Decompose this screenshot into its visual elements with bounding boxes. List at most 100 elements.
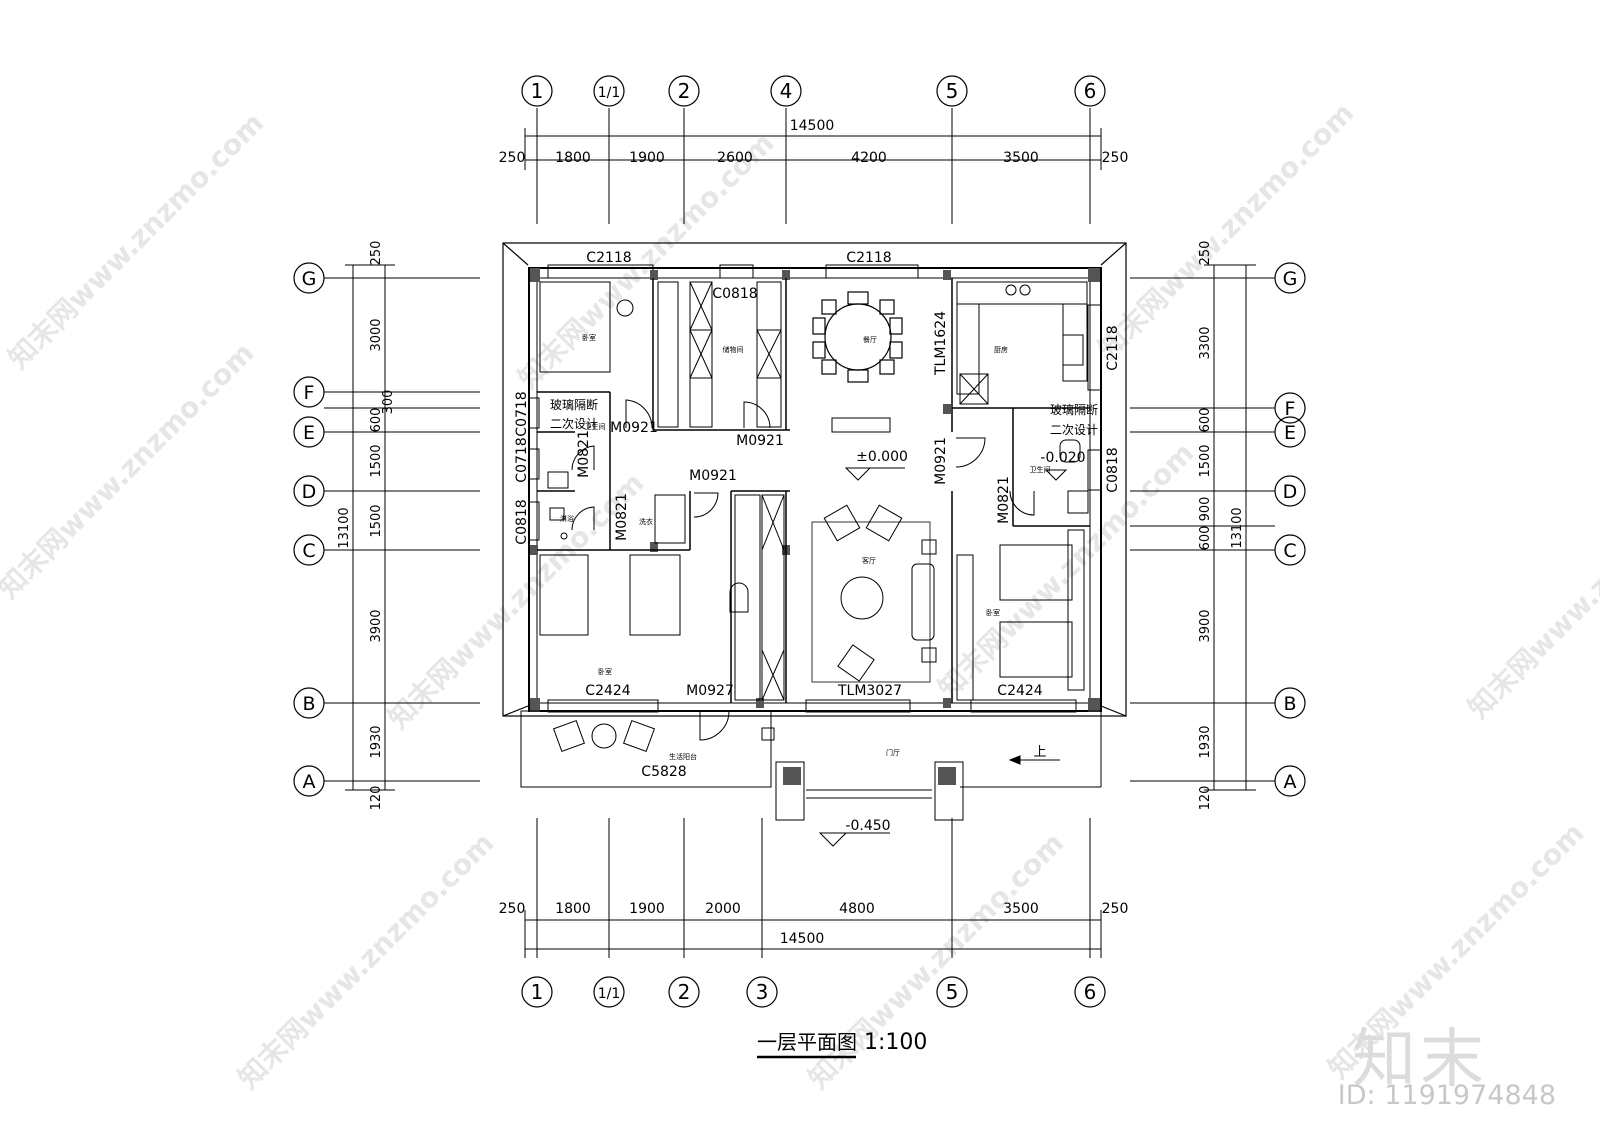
dimension-value: 250 [1102, 150, 1129, 166]
dimension-value: 600 [1198, 526, 1213, 551]
watermark-text: 知末网www.znzmo.com [512, 126, 781, 395]
annotation-labels: 玻璃隔断 二次设计 玻璃隔断 二次设计 ±0.000 -0.020 -0.450… [550, 397, 1098, 834]
dimension-value: 250 [369, 241, 384, 266]
watermark-text: 知末网www.znzmo.com [802, 826, 1071, 1095]
dimension-value: 600 [369, 408, 384, 433]
door-label: TLM3027 [837, 683, 902, 699]
dimension-value: 3500 [1003, 150, 1039, 166]
window-label: C0818 [514, 499, 530, 544]
watermark-text: 知末网www.znzmo.com [932, 436, 1201, 705]
axis-label: 5 [946, 79, 959, 103]
axis-label: 1 [531, 79, 544, 103]
interior-walls [537, 278, 1090, 703]
watermark-text: 知末网www.znzmo.com [232, 826, 501, 1095]
dimension-value: 120 [1198, 786, 1213, 811]
dimension-value: 250 [1102, 901, 1129, 917]
bottom-axis-bubbles [521, 976, 1106, 1008]
watermark-text: 知末网www.znzmo.com [1092, 96, 1361, 365]
window-label: C2118 [846, 250, 891, 266]
left-dimension-texts: 13100 250 3000 300 600 1500 1500 3900 19… [337, 241, 396, 811]
room-labels: 卧室 储物间 餐厅 厨房 卫生间 淋浴 洗衣 客厅 卧室 卧室 生活阳台 门厅 … [560, 333, 1051, 761]
dimension-value: 1500 [1198, 444, 1213, 477]
dimension-value: 1900 [629, 150, 665, 166]
room-label: 卧室 [598, 667, 612, 676]
axis-label: 4 [780, 79, 793, 103]
window-label: C0718 [514, 391, 530, 436]
room-label: 客厅 [862, 556, 876, 565]
axis-label: E [1284, 422, 1296, 444]
room-label: 卫生间 [1030, 465, 1051, 474]
right-dimension-lines [1130, 264, 1275, 791]
window-strips [528, 264, 1102, 713]
bottom-dimension-texts: 250 1800 1900 2000 4800 3500 250 14500 [499, 901, 1129, 947]
columns [530, 268, 1100, 785]
bottom-axis-labels: 1 1/1 2 3 5 6 [531, 980, 1097, 1004]
axis-label: F [304, 382, 315, 404]
window-label: C2424 [585, 683, 630, 699]
dimension-value: 1800 [555, 150, 591, 166]
dimension-value: 2000 [705, 901, 741, 917]
axis-label: 1/1 [598, 85, 621, 101]
room-label: 洗衣 [639, 517, 653, 526]
room-label: 卧室 [582, 333, 596, 342]
watermark-text: 知末网www.znzmo.com [0, 336, 260, 605]
window-label: C5828 [641, 764, 686, 780]
axis-label: A [303, 771, 316, 793]
window-label: C2424 [997, 683, 1042, 699]
axis-label: 6 [1084, 79, 1097, 103]
door-label: M0821 [996, 476, 1012, 524]
dimension-value: 250 [499, 901, 526, 917]
dimension-value: 250 [499, 150, 526, 166]
dimension-value: 3900 [1198, 609, 1213, 642]
dimension-value: 1930 [369, 725, 384, 758]
dimension-value: 120 [369, 786, 384, 811]
door-label: M0921 [736, 433, 784, 449]
bathroom-fixtures [547, 299, 1089, 544]
dimension-value: 4800 [839, 901, 875, 917]
axis-label: C [302, 540, 315, 562]
axis-label: C [1283, 540, 1296, 562]
roof-outline [502, 242, 1127, 717]
stair-up-label: 上 [1033, 745, 1046, 760]
dimension-total: 14500 [780, 931, 825, 947]
dimension-value: 1900 [629, 901, 665, 917]
room-label: 厨房 [994, 345, 1008, 354]
axis-label: 1/1 [598, 986, 621, 1002]
drawing-scale: 1:100 [864, 1030, 927, 1055]
room-label: 淋浴 [560, 514, 574, 523]
dimension-value: 3000 [369, 318, 384, 351]
axis-label: 2 [678, 980, 691, 1004]
glass-partition-note: 玻璃隔断 [1050, 402, 1098, 417]
axis-label: B [1283, 693, 1296, 715]
door-label: M0921 [933, 437, 949, 485]
room-label: 生活阳台 [669, 752, 697, 761]
dimension-value: 250 [1198, 241, 1213, 266]
watermark-brand: 知末 [1352, 1023, 1488, 1097]
left-dimension-lines [324, 264, 480, 791]
dimension-value: 4200 [851, 150, 887, 166]
door-label: M0927 [686, 683, 734, 699]
glass-partition-note: 二次设计 [550, 417, 598, 431]
door-label: TLM1624 [933, 311, 949, 376]
glass-partition-note: 玻璃隔断 [550, 397, 598, 412]
dimension-value: 900 [1198, 497, 1213, 522]
top-axis-bubbles [521, 75, 1106, 107]
level-value: -0.020 [1040, 450, 1085, 466]
door-label: M0921 [610, 420, 658, 436]
window-label: C2118 [586, 250, 631, 266]
axis-label: 1 [531, 980, 544, 1004]
kitchen-counters [956, 281, 1088, 405]
right-axis-labels: G F E D C B A [1283, 268, 1298, 793]
room-label: 卫生间 [585, 422, 606, 431]
door-label: M0821 [614, 493, 630, 541]
balcony-foyer [520, 710, 1102, 821]
level-marks [818, 467, 1068, 847]
dimension-value: 1500 [369, 504, 384, 537]
window-label: C0718 [514, 437, 530, 482]
axis-label: 5 [946, 980, 959, 1004]
top-axis-labels: 1 1/1 2 4 5 6 [531, 79, 1097, 103]
top-dimension-lines [524, 108, 1102, 224]
room-label: 餐厅 [863, 335, 877, 344]
living-furniture [729, 504, 937, 683]
axis-label: B [302, 693, 315, 715]
